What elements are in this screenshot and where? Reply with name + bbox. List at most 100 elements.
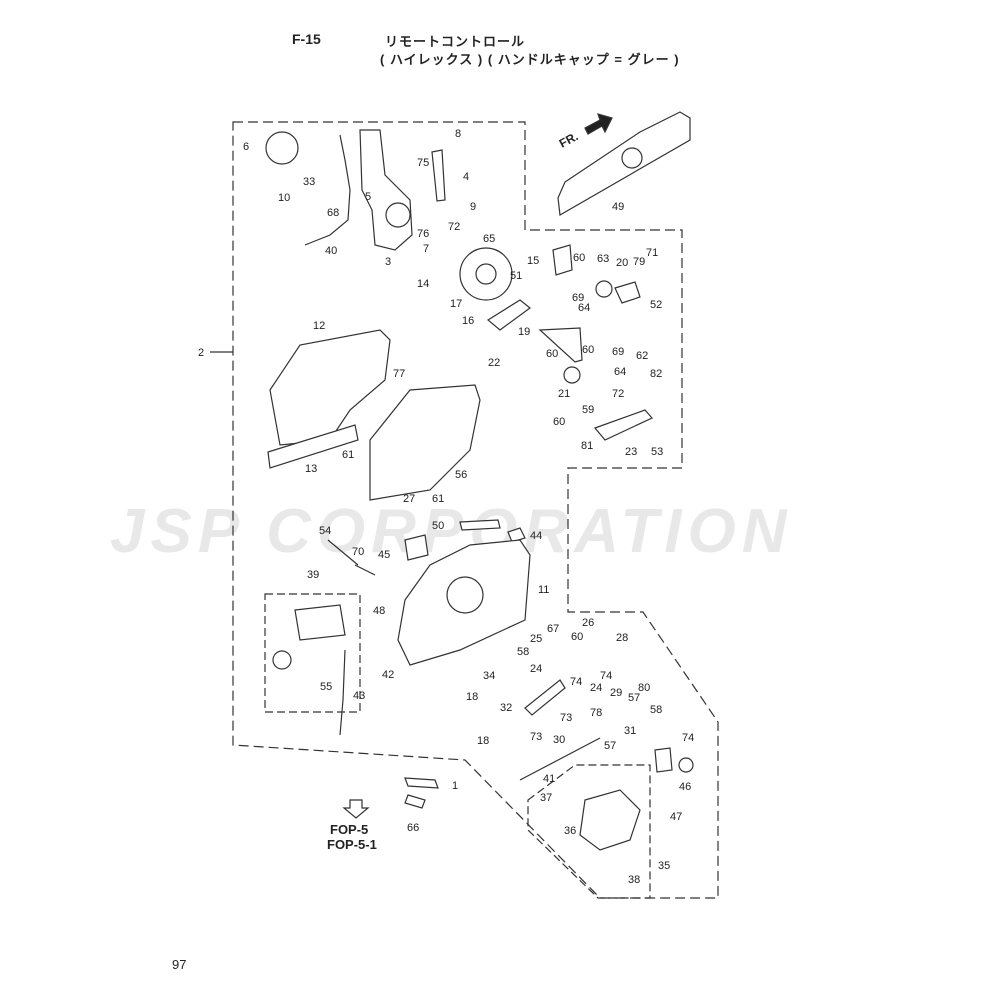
callout-69b: 69 [612, 346, 624, 358]
callout-72b: 72 [612, 388, 624, 400]
callout-80: 80 [638, 682, 650, 694]
callout-55: 55 [320, 681, 332, 693]
callout-29: 29 [610, 687, 622, 699]
callout-57b: 57 [604, 740, 616, 752]
part-32-bracket [524, 679, 566, 716]
callout-43: 43 [353, 690, 365, 702]
callout-10: 10 [278, 192, 290, 204]
figure-code: F-15 [292, 31, 321, 47]
callout-70: 70 [352, 546, 364, 558]
callout-17: 17 [450, 298, 462, 310]
part-47-part [654, 747, 673, 773]
callout-74a: 74 [570, 676, 582, 688]
callout-46: 46 [679, 781, 691, 793]
callout-75: 75 [417, 157, 429, 169]
callout-1: 1 [452, 780, 458, 792]
part-70-spring [354, 564, 376, 576]
callout-74b: 74 [600, 670, 612, 682]
part-20-cap [614, 281, 641, 304]
callout-26: 26 [582, 617, 594, 629]
part-49-hub [621, 147, 643, 169]
callout-62: 62 [636, 350, 648, 362]
callout-63: 63 [597, 253, 609, 265]
callout-60a: 60 [573, 252, 585, 264]
callout-50: 50 [432, 520, 444, 532]
callout-24b: 24 [590, 682, 602, 694]
part-45-connector [404, 534, 429, 561]
part-43-coil-cord [339, 649, 346, 736]
callout-27: 27 [403, 493, 415, 505]
callout-labels: 1234567891011121314151617181819202122232… [198, 128, 694, 886]
callout-81: 81 [581, 440, 593, 452]
callout-42: 42 [382, 669, 394, 681]
callout-45: 45 [378, 549, 390, 561]
callout-69a: 69 [572, 292, 584, 304]
callout-60b: 60 [546, 348, 558, 360]
callout-22: 22 [488, 357, 500, 369]
diagram-title-line-2: ( ハイレックス ) ( ハンドルキャップ = グレー ) [380, 52, 680, 67]
callout-58a: 58 [517, 646, 529, 658]
part-50-gasket [459, 519, 501, 531]
callout-56: 56 [455, 469, 467, 481]
part-35-harness [579, 789, 641, 851]
callout-65: 65 [483, 233, 495, 245]
callout-19: 19 [518, 326, 530, 338]
callout-34: 34 [483, 670, 495, 682]
part-27-grid-cover [369, 384, 481, 501]
callout-41: 41 [543, 773, 555, 785]
callout-47: 47 [670, 811, 682, 823]
callout-51: 51 [510, 270, 522, 282]
callout-31: 31 [624, 725, 636, 737]
callout-52: 52 [650, 299, 662, 311]
part-40-wire [304, 134, 351, 246]
part-11-gear [446, 576, 484, 614]
part-39-switch [294, 604, 346, 641]
fr-arrow-icon [584, 113, 613, 135]
part-54-rod [327, 539, 359, 566]
reference-fop-5-1: FOP-5-1 [327, 837, 377, 852]
callout-9: 9 [470, 201, 476, 213]
switch-assembly-boundary [264, 593, 361, 713]
callout-28: 28 [616, 632, 628, 644]
callout-77: 77 [393, 368, 405, 380]
harness-boundary [527, 764, 651, 899]
callout-71: 71 [646, 247, 658, 259]
fop-arrow-icon [342, 799, 370, 819]
callout-44: 44 [530, 530, 542, 542]
callout-66: 66 [407, 822, 419, 834]
callout-13: 13 [305, 463, 317, 475]
callout-33: 33 [303, 176, 315, 188]
part-39-ring [272, 650, 292, 670]
part-44-pad [507, 527, 526, 543]
callout-2: 2 [198, 347, 204, 359]
part-14-hub [475, 263, 497, 285]
part-13-bar [267, 424, 359, 469]
callout-8: 8 [455, 128, 461, 140]
callout-76: 76 [417, 228, 429, 240]
callout-6: 6 [243, 141, 249, 153]
callout-49: 49 [612, 201, 624, 213]
callout-64a: 64 [578, 302, 590, 314]
callout-53: 53 [651, 446, 663, 458]
part-66-clip [404, 794, 426, 809]
callout-37: 37 [540, 792, 552, 804]
part-30-cable [519, 737, 601, 781]
callout-23: 23 [625, 446, 637, 458]
part-23-arm [593, 409, 653, 441]
callout-60c: 60 [582, 344, 594, 356]
callout-11: 11 [538, 584, 549, 596]
callout-39: 39 [307, 569, 319, 581]
callout-73a: 73 [560, 712, 572, 724]
callout-58b: 58 [650, 704, 662, 716]
callout-78: 78 [590, 707, 602, 719]
callout-12: 12 [313, 320, 325, 332]
callout-4: 4 [463, 171, 469, 183]
callout-15: 15 [527, 255, 539, 267]
part-15-bracket [552, 244, 573, 276]
callout-14: 14 [417, 278, 429, 290]
part-1-clip [404, 777, 439, 789]
part-46-ring [678, 757, 694, 773]
callout-79: 79 [633, 256, 645, 268]
